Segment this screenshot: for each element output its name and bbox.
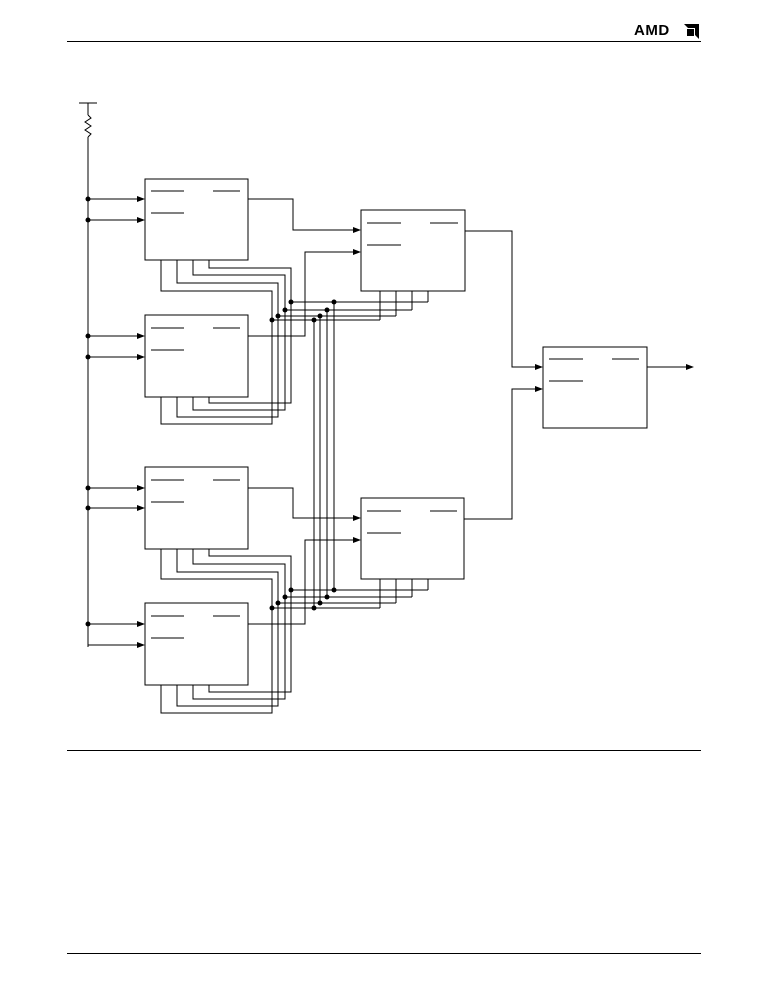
junction-dots xyxy=(85,196,337,627)
block-6 xyxy=(360,497,465,580)
lower-bus xyxy=(160,549,429,714)
pull-up-resistor xyxy=(79,102,97,647)
logo-text: AMD xyxy=(634,22,670,39)
upper-bus xyxy=(160,260,429,425)
cross-connections xyxy=(313,302,335,608)
block-4 xyxy=(144,602,249,686)
block-3 xyxy=(144,466,249,550)
header-rule xyxy=(67,41,701,42)
rail-inputs xyxy=(88,198,138,646)
amd-arrow-logo-icon xyxy=(684,24,699,39)
block-7 xyxy=(542,346,648,429)
figure-bottom-rule xyxy=(67,750,701,751)
footer-rule xyxy=(67,953,701,954)
amd-logo: AMD xyxy=(634,22,702,40)
block-1 xyxy=(144,178,249,261)
label-bars xyxy=(151,190,639,639)
arrowheads xyxy=(137,196,694,648)
block-5 xyxy=(360,209,466,292)
block-2 xyxy=(144,314,249,398)
block-outputs xyxy=(248,198,687,625)
